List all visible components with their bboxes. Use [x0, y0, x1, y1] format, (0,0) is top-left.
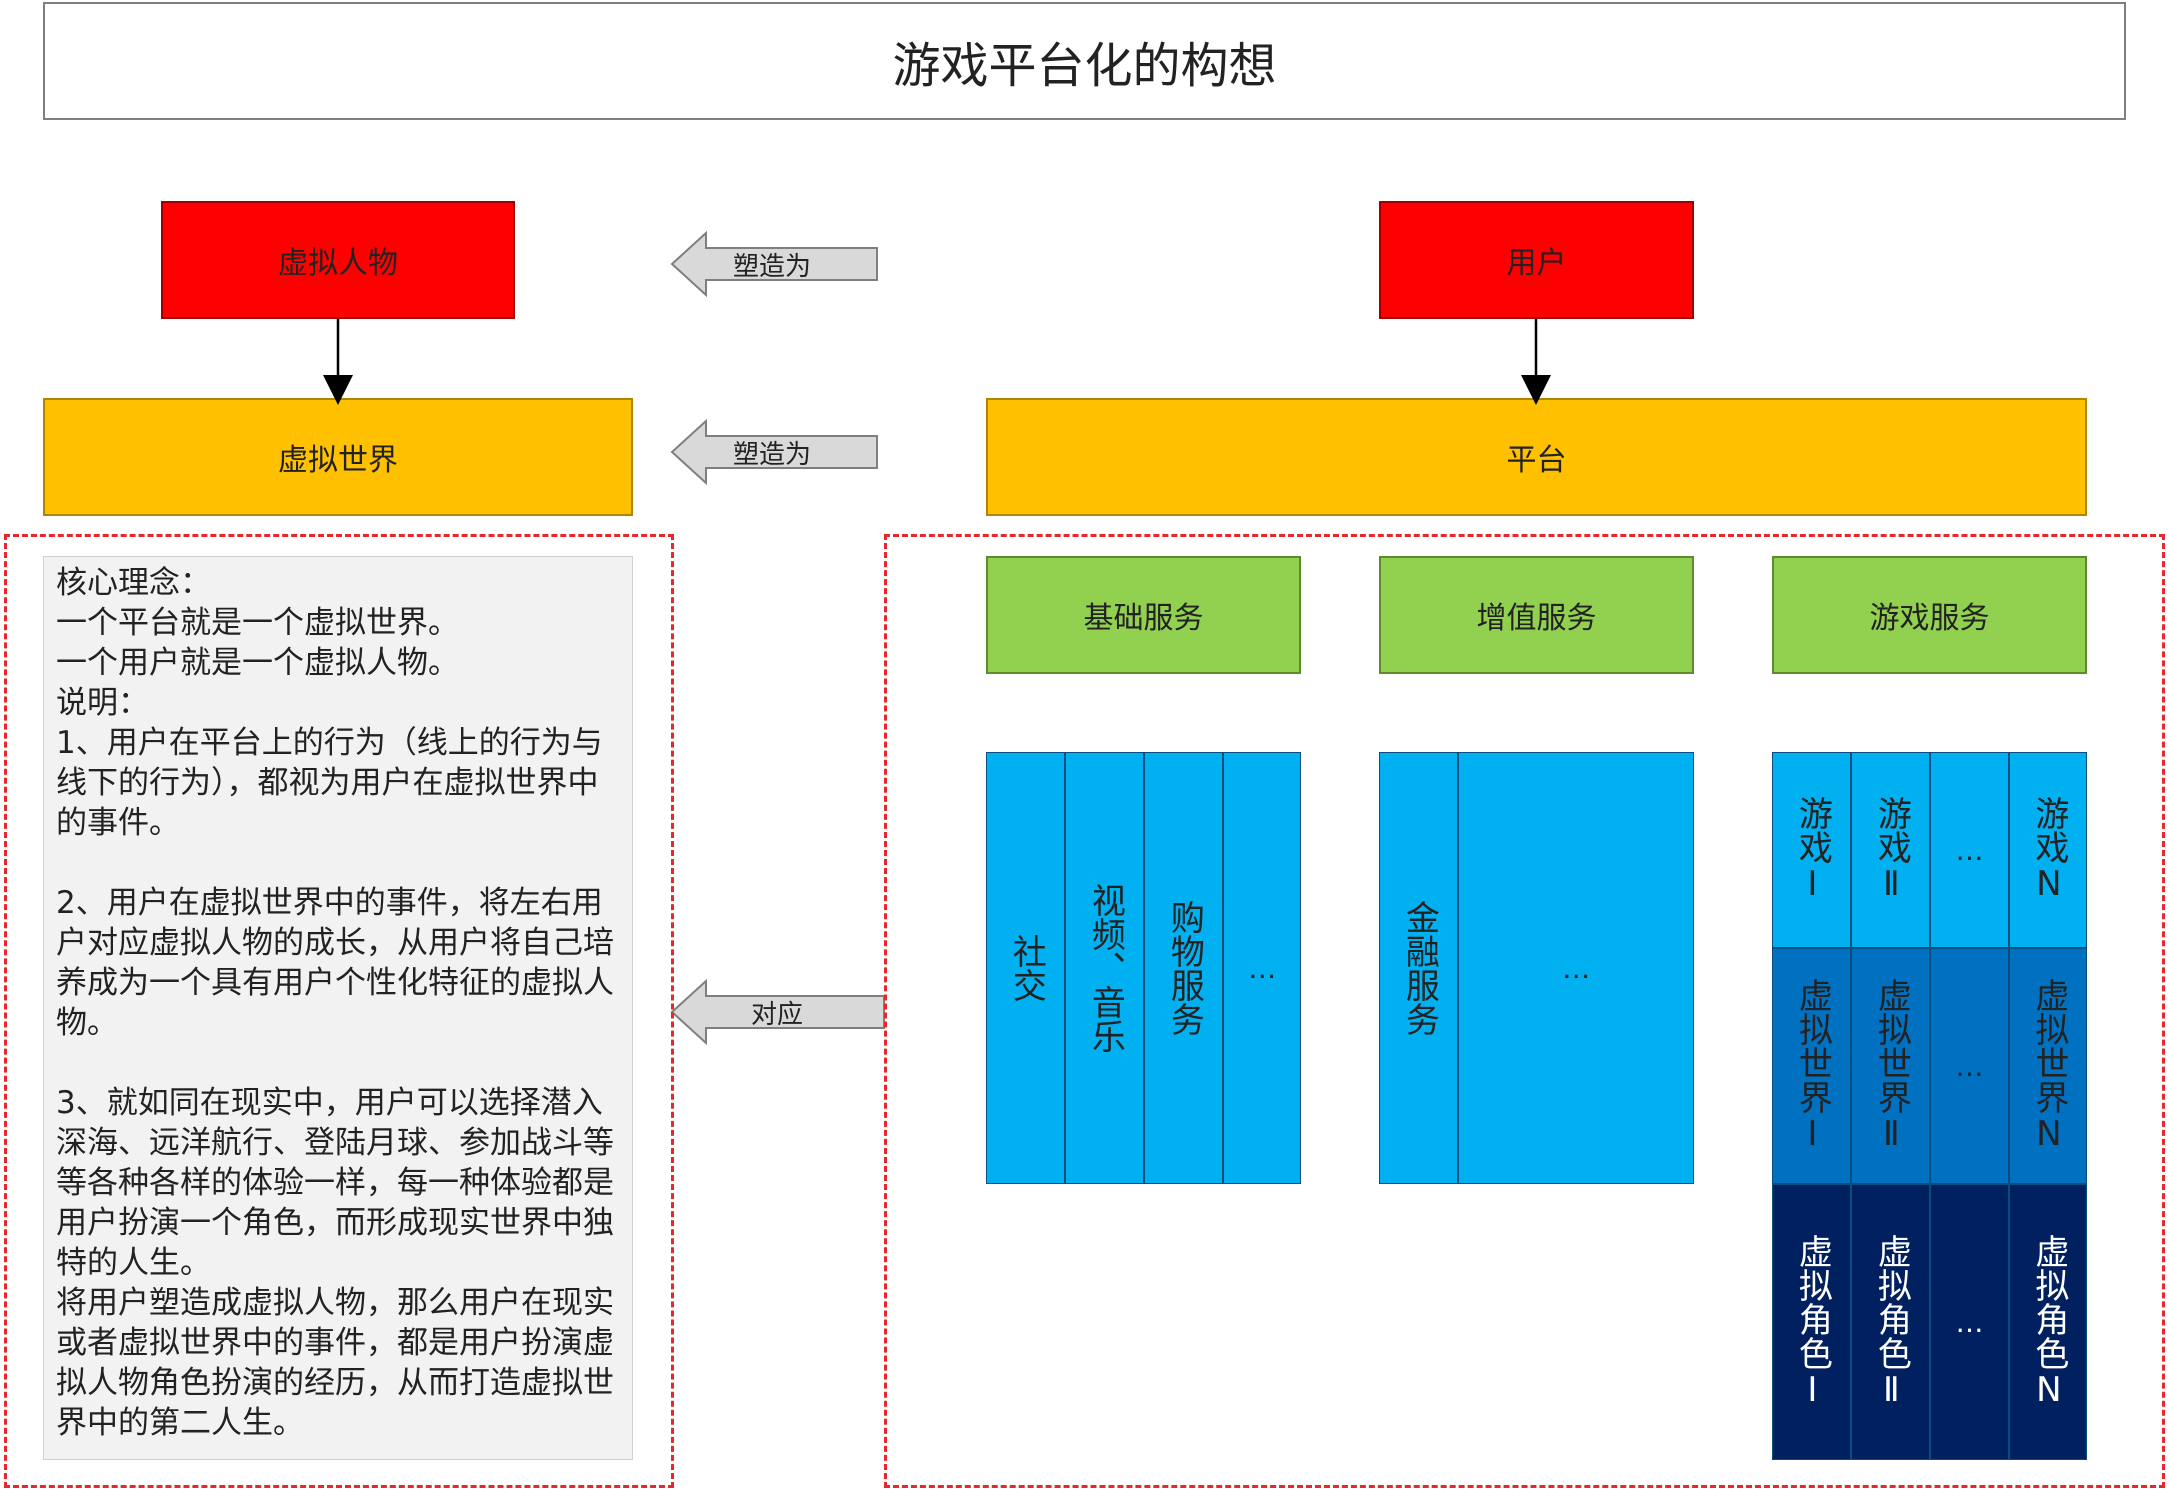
basic-col-label: 视频、音乐: [1085, 883, 1126, 1053]
game-cell-label: …: [1955, 1049, 1984, 1083]
page-title: 游戏平台化的构想: [43, 2, 2126, 120]
game-cell-role-1[interactable]: 虚拟角色Ⅰ: [1772, 1184, 1851, 1460]
game-cell-label: 虚拟世界Ⅱ: [1871, 978, 1912, 1154]
note-gap: [56, 843, 620, 883]
note-line: 说明：: [56, 685, 149, 721]
basic-col-label: …: [1245, 951, 1279, 985]
game-cell-world-n[interactable]: 虚拟世界N: [2009, 948, 2087, 1184]
value-col-label: …: [1559, 951, 1593, 985]
game-cell-game-1[interactable]: 游戏Ⅰ: [1772, 752, 1851, 948]
node-value-added-service[interactable]: 增值服务: [1379, 556, 1694, 674]
game-cell-label: 虚拟角色Ⅰ: [1792, 1234, 1833, 1410]
basic-col-more[interactable]: …: [1223, 752, 1301, 1184]
game-cell-label: 虚拟角色Ⅱ: [1871, 1234, 1912, 1410]
game-cell-role-more[interactable]: …: [1930, 1184, 2009, 1460]
game-cell-label: …: [1955, 1305, 1984, 1339]
label-shape-as-1: 塑造为: [733, 252, 812, 282]
block-arrow-correspond: [670, 978, 885, 1046]
value-col-more[interactable]: …: [1458, 752, 1694, 1184]
right-dashed-region: [884, 534, 2165, 1488]
label-corresponds: 对应: [751, 1000, 804, 1030]
basic-col-label: 购物服务: [1164, 900, 1205, 1036]
note-line: 一个平台就是一个虚拟世界。: [56, 605, 459, 641]
game-cell-world-more[interactable]: …: [1930, 948, 2009, 1184]
value-col-label: 金融服务: [1399, 900, 1440, 1036]
note-line: 将用户塑造成虚拟人物，那么用户在现实或者虚拟世界中的事件，都是用户扮演虚拟人物角…: [56, 1285, 614, 1441]
basic-col-video-music[interactable]: 视频、音乐: [1065, 752, 1144, 1184]
node-game-service[interactable]: 游戏服务: [1772, 556, 2087, 674]
game-cell-label: 游戏Ⅰ: [1792, 796, 1833, 904]
basic-col-shopping[interactable]: 购物服务: [1144, 752, 1223, 1184]
note-gap: [56, 1043, 620, 1083]
game-cell-label: 虚拟世界N: [2028, 978, 2069, 1154]
game-cell-label: …: [1955, 833, 1984, 867]
node-basic-service[interactable]: 基础服务: [986, 556, 1301, 674]
block-arrow-shape-2: [670, 418, 878, 486]
basic-col-label: 社交: [1006, 934, 1047, 1002]
game-cell-label: 虚拟角色N: [2028, 1234, 2069, 1410]
node-virtual-person[interactable]: 虚拟人物: [161, 201, 515, 319]
game-cell-game-n[interactable]: 游戏N: [2009, 752, 2087, 948]
game-cell-label: 游戏Ⅱ: [1871, 796, 1912, 904]
game-cell-role-2[interactable]: 虚拟角色Ⅱ: [1851, 1184, 1930, 1460]
note-line: 核心理念：: [56, 565, 211, 601]
node-user[interactable]: 用户: [1379, 201, 1694, 319]
game-cell-label: 游戏N: [2028, 796, 2069, 904]
note-line: 3、就如同在现实中，用户可以选择潜入深海、远洋航行、登陆月球、参加战斗等等各种各…: [56, 1085, 614, 1281]
node-virtual-world[interactable]: 虚拟世界: [43, 398, 633, 516]
game-cell-label: 虚拟世界Ⅰ: [1792, 978, 1833, 1154]
note-line: 2、用户在虚拟世界中的事件，将左右用户对应虚拟人物的成长，从用户将自己培养成为一…: [56, 885, 614, 1041]
game-cell-world-2[interactable]: 虚拟世界Ⅱ: [1851, 948, 1930, 1184]
game-cell-game-2[interactable]: 游戏Ⅱ: [1851, 752, 1930, 948]
label-shape-as-2: 塑造为: [733, 440, 812, 470]
game-cell-role-n[interactable]: 虚拟角色N: [2009, 1184, 2087, 1460]
note-line: 1、用户在平台上的行为（线上的行为与线下的行为），都视为用户在虚拟世界中的事件。: [56, 725, 603, 841]
concept-note: 核心理念： 一个平台就是一个虚拟世界。 一个用户就是一个虚拟人物。 说明： 1、…: [43, 556, 633, 1460]
left-dashed-region: [4, 534, 674, 1488]
value-col-finance[interactable]: 金融服务: [1379, 752, 1458, 1184]
block-arrow-shape-1: [670, 230, 878, 298]
basic-col-social[interactable]: 社交: [986, 752, 1065, 1184]
note-line: 一个用户就是一个虚拟人物。: [56, 645, 459, 681]
game-cell-game-more[interactable]: …: [1930, 752, 2009, 948]
game-cell-world-1[interactable]: 虚拟世界Ⅰ: [1772, 948, 1851, 1184]
